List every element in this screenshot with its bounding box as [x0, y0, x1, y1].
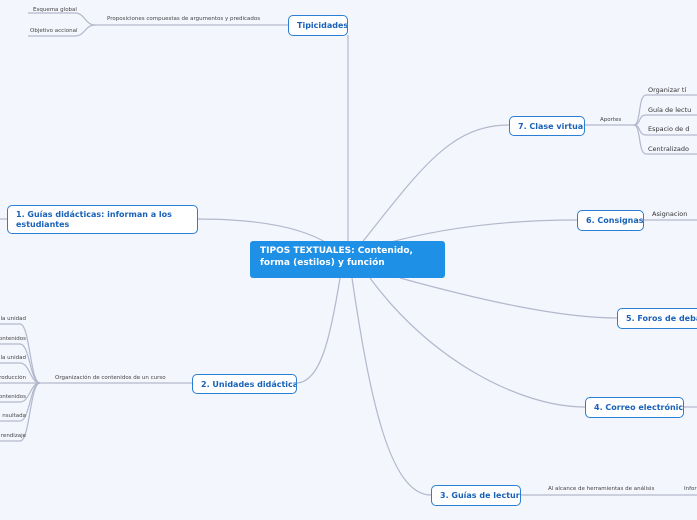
topic-label: 2. Unidades didácticas: [201, 379, 297, 389]
topic-tipicidades[interactable]: Tipicidades: [288, 15, 348, 36]
topic-guias-didacticas[interactable]: 1. Guías didácticas: informan a los estu…: [7, 205, 198, 234]
subtopic-label[interactable]: Proposiciones compuestas de argumentos y…: [107, 16, 261, 22]
subtopic-label[interactable]: Aportes: [600, 117, 622, 123]
topic-foros[interactable]: 5. Foros de debate: [617, 308, 697, 329]
subtopic-label[interactable]: Asignacion: [652, 210, 688, 218]
leaf-label[interactable]: ontenidos: [0, 394, 26, 400]
leaf-label[interactable]: la unidad: [0, 355, 27, 361]
subtopic-label[interactable]: Infor: [684, 486, 697, 492]
central-topic[interactable]: TIPOS TEXTUALES: Contenido, forma (estil…: [250, 241, 445, 278]
topic-consignas[interactable]: 6. Consignas: [577, 210, 644, 231]
topic-label: 3. Guías de lectura: [440, 491, 521, 500]
leaf-label[interactable]: rendizaje: [0, 433, 26, 439]
leaf-label[interactable]: roducción: [0, 375, 26, 381]
topic-label: 5. Foros de debate: [626, 314, 697, 323]
topic-correo[interactable]: 4. Correo electrónico: [585, 397, 684, 418]
topic-label: Tipicidades: [297, 21, 348, 30]
leaf-label[interactable]: Organizar tí: [648, 86, 687, 94]
topic-label: 1. Guías didácticas: informan a los estu…: [16, 209, 172, 229]
leaf-label[interactable]: Guía de lectu: [648, 106, 692, 114]
topic-guias-lectura[interactable]: 3. Guías de lectura: [431, 485, 521, 506]
topic-label: 7. Clase virtual: [518, 121, 585, 131]
leaf-label[interactable]: la unidad: [0, 316, 27, 322]
leaf-label[interactable]: Esquema global: [33, 7, 77, 13]
leaf-label[interactable]: nsultada: [2, 413, 26, 419]
leaf-label[interactable]: Centralizado: [648, 145, 689, 153]
topic-unidades[interactable]: 2. Unidades didácticas: [192, 374, 297, 394]
leaf-label[interactable]: ontenidos: [0, 336, 26, 342]
leaf-label[interactable]: Objetivo accional: [30, 28, 78, 34]
central-topic-title: TIPOS TEXTUALES: Contenido, forma (estil…: [260, 246, 413, 268]
leaf-label[interactable]: Espacio de d: [648, 125, 690, 133]
topic-label: 6. Consignas: [586, 216, 644, 225]
subtopic-label[interactable]: Organización de contenidos de un curso: [55, 375, 166, 381]
topic-label: 4. Correo electrónico: [594, 403, 684, 412]
topic-clase-virtual[interactable]: 7. Clase virtual: [509, 116, 585, 136]
subtopic-label[interactable]: Al alcance de herramientas de análisis: [548, 486, 655, 492]
